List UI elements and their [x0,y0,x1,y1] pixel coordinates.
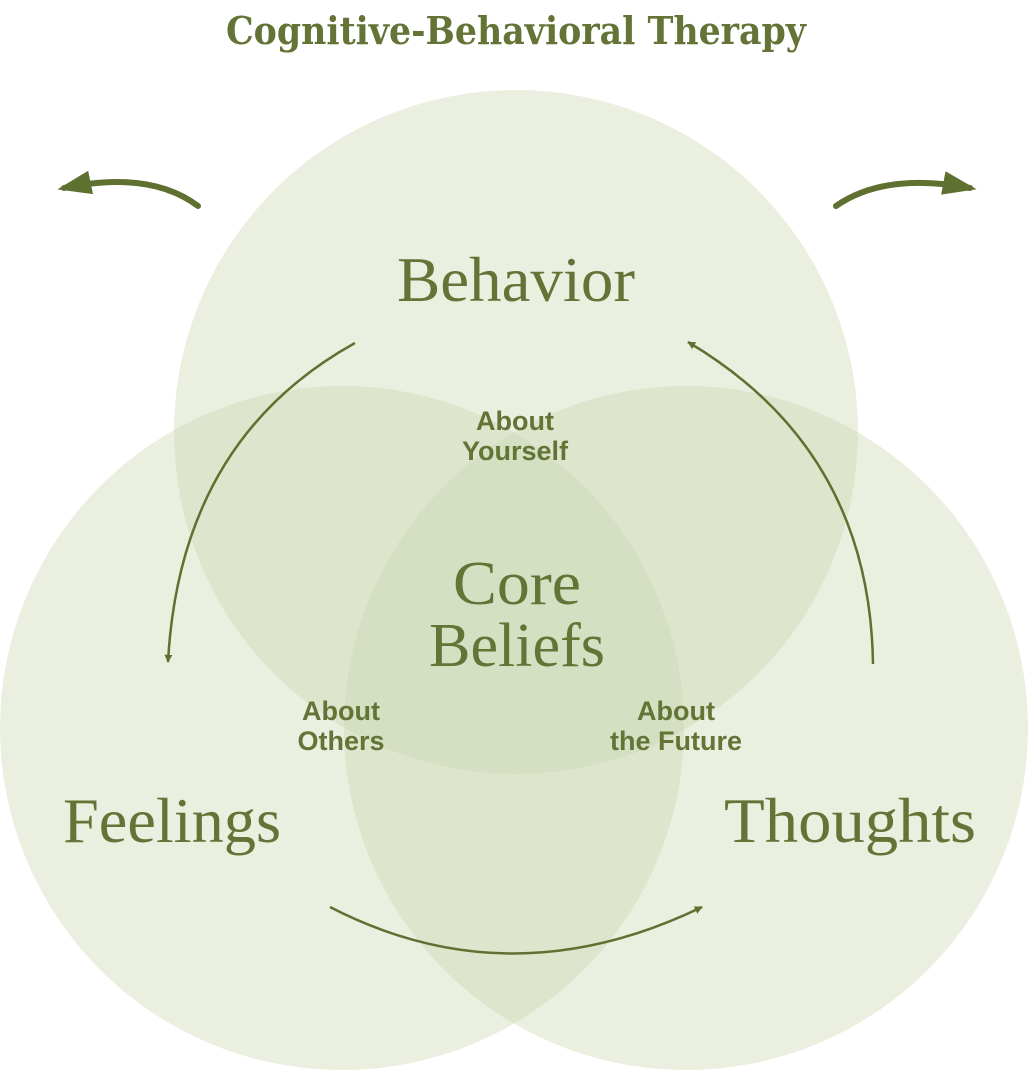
about-others-line1: About [302,696,380,726]
about-yourself-line2: Yourself [462,436,569,466]
diagram-title: Cognitive-Behavioral Therapy [226,8,807,53]
top-right-curved-arrow [833,171,977,209]
thoughts-to-behavior-arrow [687,340,875,665]
core-beliefs-line2: Beliefs [429,612,605,680]
behavior-circle [174,90,858,774]
about-yourself-line1: About [476,406,554,436]
behavior-to-feelings-arrow [164,341,356,663]
behavior-label: Behavior [397,244,635,315]
core-beliefs-line1: Core [453,550,581,618]
feelings-circle [0,386,684,1070]
thoughts-label: Thoughts [724,785,976,856]
about-others-line2: Others [297,726,384,756]
feelings-to-thoughts-arrow [329,905,703,955]
about-future-line1: About [637,696,715,726]
about-future-line2: the Future [610,726,742,756]
top-left-curved-arrow [57,170,201,209]
feelings-label: Feelings [63,785,281,856]
thoughts-circle [344,386,1028,1070]
